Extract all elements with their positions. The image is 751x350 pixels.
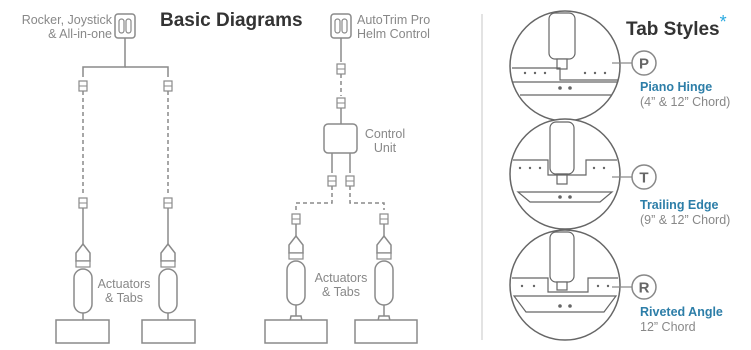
tab-letter-badge xyxy=(631,274,657,300)
rocker-label-line2: & All-in-one xyxy=(48,27,112,41)
autotrim-label-line1: AutoTrim Pro xyxy=(357,13,431,27)
trim-tab-plate xyxy=(55,319,110,344)
trim-tab-plate xyxy=(264,319,328,344)
tab-name-trailing: Trailing Edge xyxy=(640,198,719,212)
badge-letter-r: R xyxy=(639,280,650,297)
connector-icon xyxy=(379,213,389,225)
tab-detail-riveted: 12” Chord xyxy=(640,320,696,334)
tab-styles-title-text: Tab Styles xyxy=(626,19,720,40)
riveted-angle-illustration xyxy=(509,229,621,341)
control-unit-box xyxy=(323,123,358,154)
connector-icon xyxy=(327,175,337,187)
trim-tab-plate xyxy=(354,319,418,344)
connector-icon xyxy=(336,97,346,109)
badge-letter-p: P xyxy=(639,56,649,73)
actuator-icon xyxy=(374,235,394,327)
helm-control-icon xyxy=(330,13,352,39)
rocker-control-icon xyxy=(114,13,136,39)
tab-letter-badge xyxy=(631,50,657,76)
asterisk-mark: * xyxy=(719,12,727,32)
autotrim-label: AutoTrim Pro Helm Control xyxy=(357,13,430,41)
actuators-label-a-line1: Actuators xyxy=(97,277,151,291)
actuators-label-b-line1: Actuators xyxy=(314,271,368,285)
actuators-label-b-line2: & Tabs xyxy=(322,285,360,299)
connector-icon xyxy=(345,175,355,187)
tab-letter-badge xyxy=(631,164,657,190)
basic-diagrams-title: Basic Diagrams xyxy=(160,10,303,31)
connector-icon xyxy=(78,197,88,209)
connector-icon xyxy=(336,63,346,75)
connector-icon xyxy=(163,197,173,209)
diagram-autotrim xyxy=(264,13,418,344)
tab-name-piano: Piano Hinge xyxy=(640,80,713,94)
actuators-label-a-line2: & Tabs xyxy=(105,291,143,305)
actuator-icon xyxy=(286,235,306,327)
rocker-label: Rocker, Joystick & All-in-one xyxy=(8,13,112,41)
trailing-edge-illustration xyxy=(509,118,621,230)
rocker-label-line1: Rocker, Joystick xyxy=(21,13,112,27)
actuators-label-b: Actuators & Tabs xyxy=(309,271,373,299)
tab-styles-title: Tab Styles* xyxy=(626,12,727,41)
actuators-label-a: Actuators & Tabs xyxy=(94,277,154,305)
autotrim-label-line2: Helm Control xyxy=(357,27,430,41)
badge-letter-t: T xyxy=(639,170,648,187)
control-unit-label-line2: Unit xyxy=(373,141,397,155)
connector-icon xyxy=(163,80,173,92)
diagram-basic xyxy=(55,13,196,344)
control-unit-label: Control Unit xyxy=(360,127,410,155)
tab-name-riveted: Riveted Angle xyxy=(640,305,723,319)
piano-hinge-illustration xyxy=(509,10,621,122)
connector-icon xyxy=(291,213,301,225)
trim-tab-plate xyxy=(141,319,196,344)
tab-detail-trailing: (9” & 12” Chord) xyxy=(640,213,731,227)
control-unit-label-line1: Control xyxy=(364,127,406,141)
tab-detail-piano: (4” & 12” Chord) xyxy=(640,95,731,109)
connector-icon xyxy=(78,80,88,92)
